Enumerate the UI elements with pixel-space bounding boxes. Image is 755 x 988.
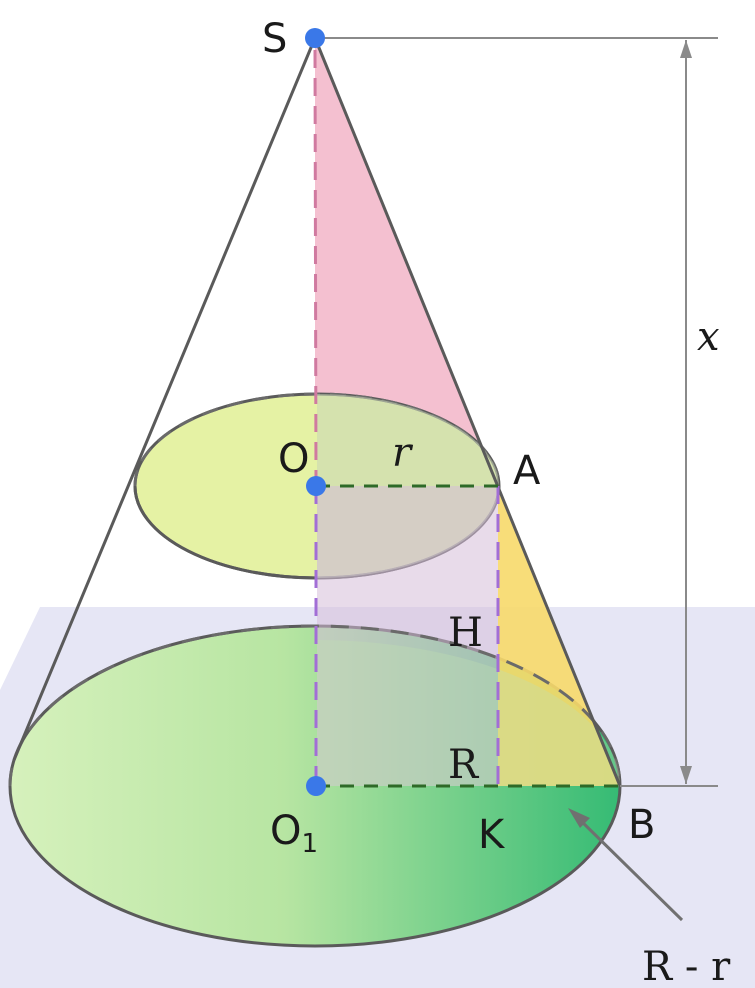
label-H: H xyxy=(448,610,483,656)
label-S: S xyxy=(262,16,287,62)
label-R: R xyxy=(448,742,480,788)
label-r: r xyxy=(392,430,414,476)
dimension-arrow-top xyxy=(680,40,692,58)
axial-rectangle xyxy=(317,486,498,786)
label-B: B xyxy=(628,802,655,848)
pointer-line xyxy=(573,813,684,922)
pointer-arrow xyxy=(568,808,590,828)
point-O1 xyxy=(306,776,326,796)
label-A: A xyxy=(513,448,541,494)
label-O1-main: O xyxy=(270,808,301,854)
label-x: x xyxy=(697,314,720,360)
label-R-minus-r: R - r xyxy=(642,944,731,988)
label-K: K xyxy=(478,812,506,858)
dimension-arrow-bottom xyxy=(680,766,692,784)
label-O1-sub: 1 xyxy=(301,829,318,859)
label-O: O xyxy=(278,436,309,482)
cone-right-edge xyxy=(313,37,622,787)
base-front-overlay xyxy=(317,640,620,786)
point-O xyxy=(306,476,326,496)
label-O1: O1 xyxy=(270,808,318,859)
point-S xyxy=(305,28,325,48)
axis-upper xyxy=(313,49,318,487)
cone-left-edge xyxy=(12,37,317,761)
